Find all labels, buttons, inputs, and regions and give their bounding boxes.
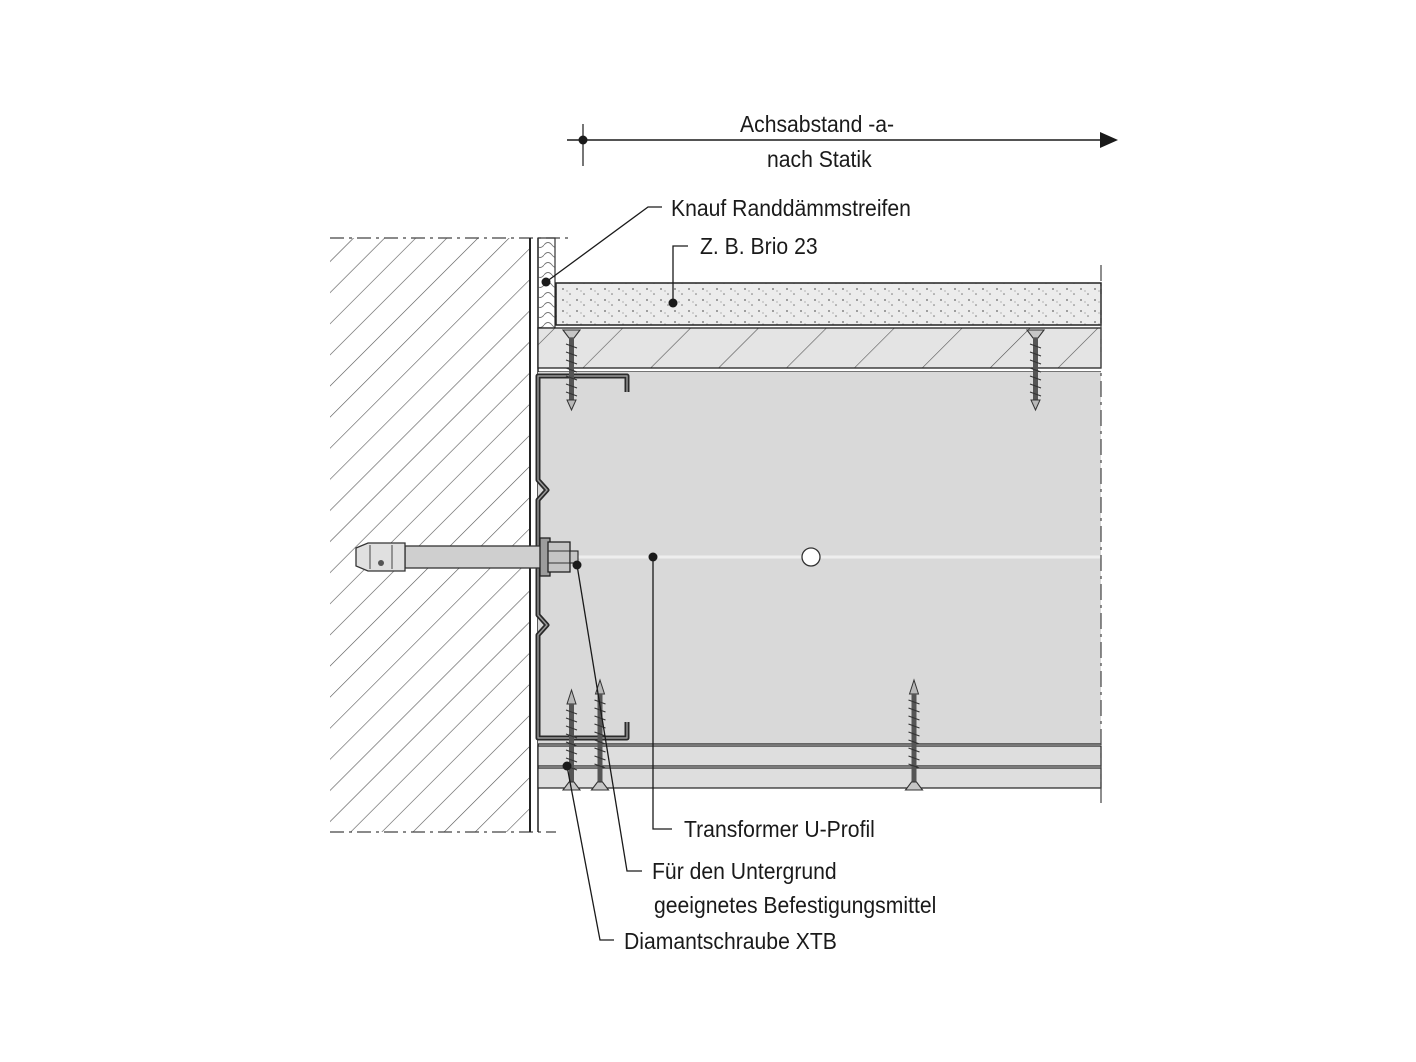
leader-screed bbox=[668, 245, 688, 308]
upper-screw-left bbox=[561, 329, 582, 412]
dimension-line bbox=[567, 124, 1118, 166]
dimension-label-line2: nach Statik bbox=[767, 146, 872, 172]
board-hole bbox=[801, 547, 821, 567]
edge-strip-label: Knauf Randdämmstreifen bbox=[671, 195, 911, 221]
dimension-label-line1: Achsabstand -a- bbox=[740, 111, 895, 137]
leader-fastener bbox=[572, 560, 642, 872]
leader-screw bbox=[562, 761, 614, 941]
upper-screw-right bbox=[1025, 329, 1046, 412]
lower-screw-1 bbox=[561, 688, 582, 791]
leader-u-profile bbox=[648, 552, 672, 830]
screed-label: Z. B. Brio 23 bbox=[700, 233, 818, 259]
fastener-label-line2: geeignetes Befestigungsmittel bbox=[654, 892, 937, 918]
leader-edge-strip bbox=[541, 206, 662, 287]
u-profile-label: Transformer U-Profil bbox=[684, 816, 875, 842]
screw-label: Diamantschraube XTB bbox=[624, 928, 837, 954]
anchor-bolt bbox=[355, 537, 579, 577]
upper-board bbox=[537, 327, 1102, 373]
lower-screw-3 bbox=[904, 678, 924, 791]
wall bbox=[330, 237, 572, 833]
bottom-boards bbox=[537, 265, 1102, 808]
fastener-label-line1: Für den Untergrund bbox=[652, 858, 837, 884]
screed-board bbox=[555, 282, 1102, 326]
